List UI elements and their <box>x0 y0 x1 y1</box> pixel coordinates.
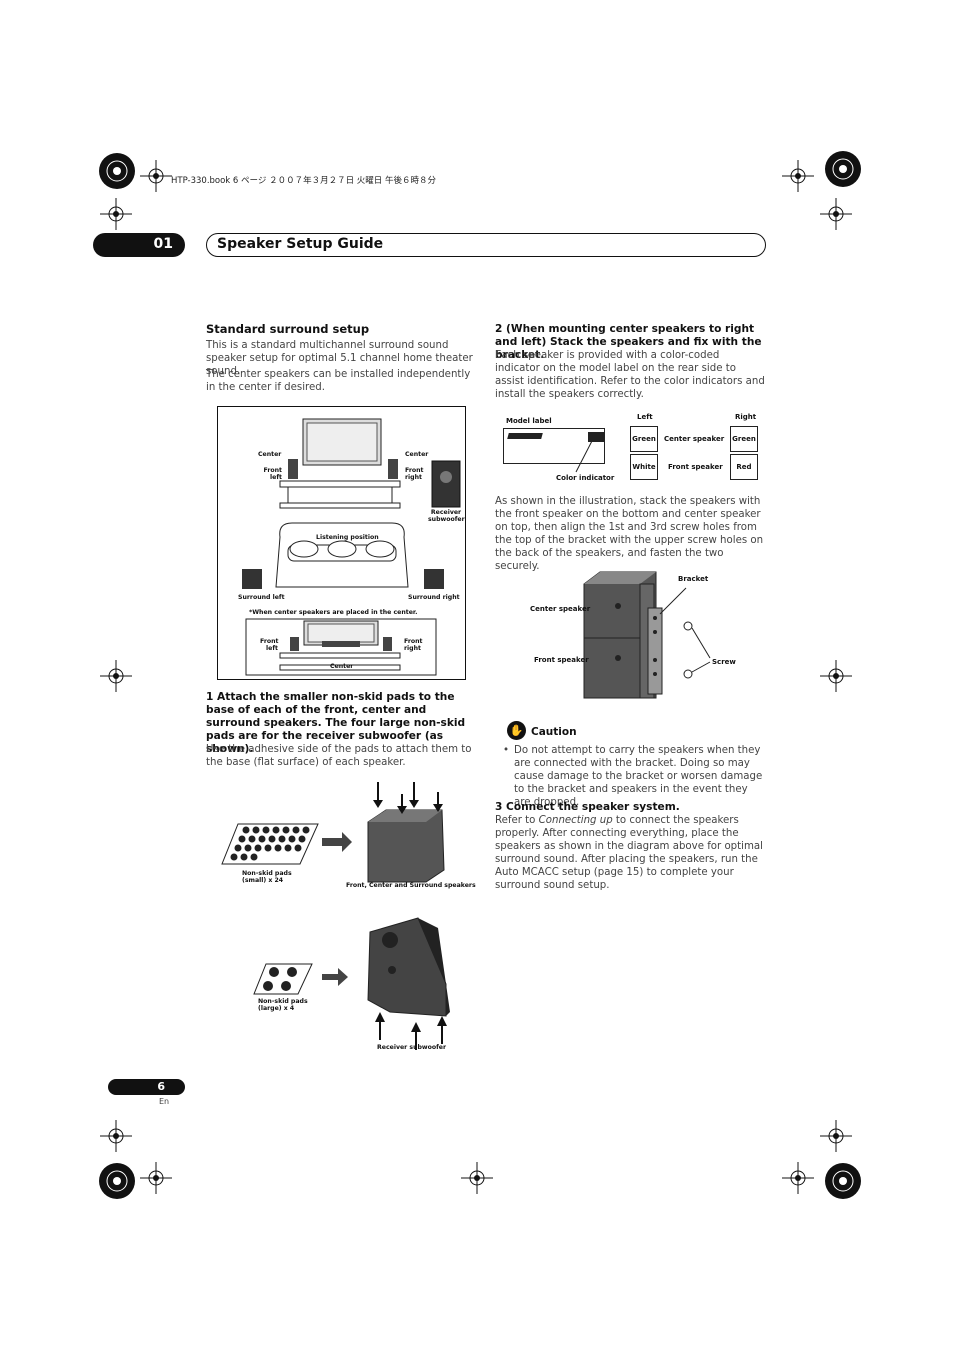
label-pads-small: Non-skid pads (small) x 24 <box>242 870 292 884</box>
label-model-label: Model label <box>506 417 552 425</box>
col-right-header: Right <box>735 413 757 421</box>
registration-mark-top-right <box>822 148 864 190</box>
large-pads-diagram: Non-skid pads (large) x 4 <box>250 912 460 1054</box>
step1-title: 1 Attach the smaller non-skid pads to th… <box>206 691 466 755</box>
step3-text-post: to connect the speakers properly. After … <box>495 815 763 891</box>
registration-mark-bottom-left <box>96 1160 138 1202</box>
label-color-indicator: Color indicator <box>556 474 615 482</box>
page-number: 6 <box>157 1080 165 1093</box>
label-pads-small-target: Front, Center and Surround speakers <box>346 882 476 889</box>
page-number-tab: 6 <box>108 1079 185 1095</box>
section-title: Standard surround setup <box>206 322 370 336</box>
chapter-title: Speaker Setup Guide <box>217 236 384 252</box>
file-info: HTP-330.book 6 ページ ２００７年３月２７日 火曜日 午後６時８分 <box>171 176 436 186</box>
label-pads-large-target: Receiver subwoofer <box>377 1044 447 1051</box>
label-pads-large: Non-skid pads (large) x 4 <box>258 998 308 1012</box>
row1-speaker-name: Center speaker <box>664 435 725 443</box>
crosshair-icon <box>820 660 852 692</box>
chapter-number: 01 <box>153 236 173 252</box>
crosshair-icon <box>140 160 172 192</box>
label-front-left: Front left <box>263 467 283 481</box>
bracket-diagram: Bracket Center speaker Front speaker Scr… <box>528 570 738 702</box>
step3-title: 3 Connect the speaker system. <box>495 801 680 813</box>
row2-left-color: White <box>632 463 656 471</box>
crosshair-icon <box>100 1120 132 1152</box>
label-surround-right: Surround right <box>408 594 460 601</box>
step3-text-pre: Refer to <box>495 815 539 826</box>
caution-text: Do not attempt to carry the speakers whe… <box>514 745 763 808</box>
crosshair-icon <box>782 1162 814 1194</box>
label-surround-left: Surround left <box>238 594 285 601</box>
label-bracket: Bracket <box>678 575 709 583</box>
language-code: En <box>159 1097 170 1106</box>
row1-left-color: Green <box>632 435 656 443</box>
crosshair-icon <box>782 160 814 192</box>
crosshair-icon <box>100 660 132 692</box>
step3-body: Refer to Connecting up to connect the sp… <box>495 814 767 892</box>
label-note: *When center speakers are placed in the … <box>249 609 418 616</box>
label-front-right: Front right <box>405 467 424 481</box>
step2-title: 2 (When mounting center speakers to righ… <box>495 323 762 361</box>
row2-right-color: Red <box>736 463 752 471</box>
label-inset-center: Center <box>330 663 354 670</box>
crosshair-icon <box>140 1162 172 1194</box>
label-front-speaker: Front speaker <box>534 656 589 664</box>
label-listening-position: Listening position <box>316 534 379 541</box>
step2-body: Each speaker is provided with a color-co… <box>495 350 765 400</box>
caution-icon: ✋ <box>507 721 526 740</box>
center-paragraph: The center speakers can be installed ind… <box>206 369 471 393</box>
label-inset-front-left: Front left <box>260 638 279 652</box>
left-color-cell-2: White <box>630 454 658 480</box>
chapter-title-bar: Speaker Setup Guide <box>206 233 766 257</box>
intro-paragraph: This is a standard multichannel surround… <box>206 340 473 377</box>
crosshair-icon <box>820 198 852 230</box>
label-center-left: Center <box>258 451 282 458</box>
label-center-speaker: Center speaker <box>530 605 591 613</box>
chapter-tab: 01 <box>93 233 185 257</box>
label-center-right: Center <box>405 451 429 458</box>
speaker-layout-diagram: Center Center Front left Front right Rec… <box>217 406 466 680</box>
row1-right-color: Green <box>732 435 756 443</box>
caution-title: Caution <box>531 726 577 738</box>
row2-speaker-name: Front speaker <box>668 463 723 471</box>
model-label-plate <box>503 428 605 464</box>
color-indicator-diagram: Model label Color indicator Left Right G… <box>500 410 764 486</box>
crosshair-icon <box>820 1120 852 1152</box>
registration-mark-top-left <box>96 150 138 192</box>
col-left-header: Left <box>637 413 653 421</box>
label-receiver-subwoofer: Receiver subwoofer <box>428 509 465 523</box>
crosshair-icon <box>461 1162 493 1194</box>
step2-body2: As shown in the illustration, stack the … <box>495 496 764 572</box>
right-color-cell-1: Green <box>730 426 758 452</box>
connecting-up-link[interactable]: Connecting up <box>538 815 613 826</box>
step1-body: Use the adhesive side of the pads to att… <box>206 744 472 768</box>
right-color-cell-2: Red <box>730 454 758 480</box>
registration-mark-bottom-right <box>822 1160 864 1202</box>
label-inset-front-right: Front right <box>404 638 423 652</box>
label-screw: Screw <box>712 658 736 666</box>
left-color-cell-1: Green <box>630 426 658 452</box>
crosshair-icon <box>100 198 132 230</box>
small-pads-diagram: Non-skid pads (small) x 24 Front, Center… <box>218 780 476 895</box>
caution-bullet-icon: • <box>503 745 510 756</box>
color-indicator-box <box>588 432 604 442</box>
